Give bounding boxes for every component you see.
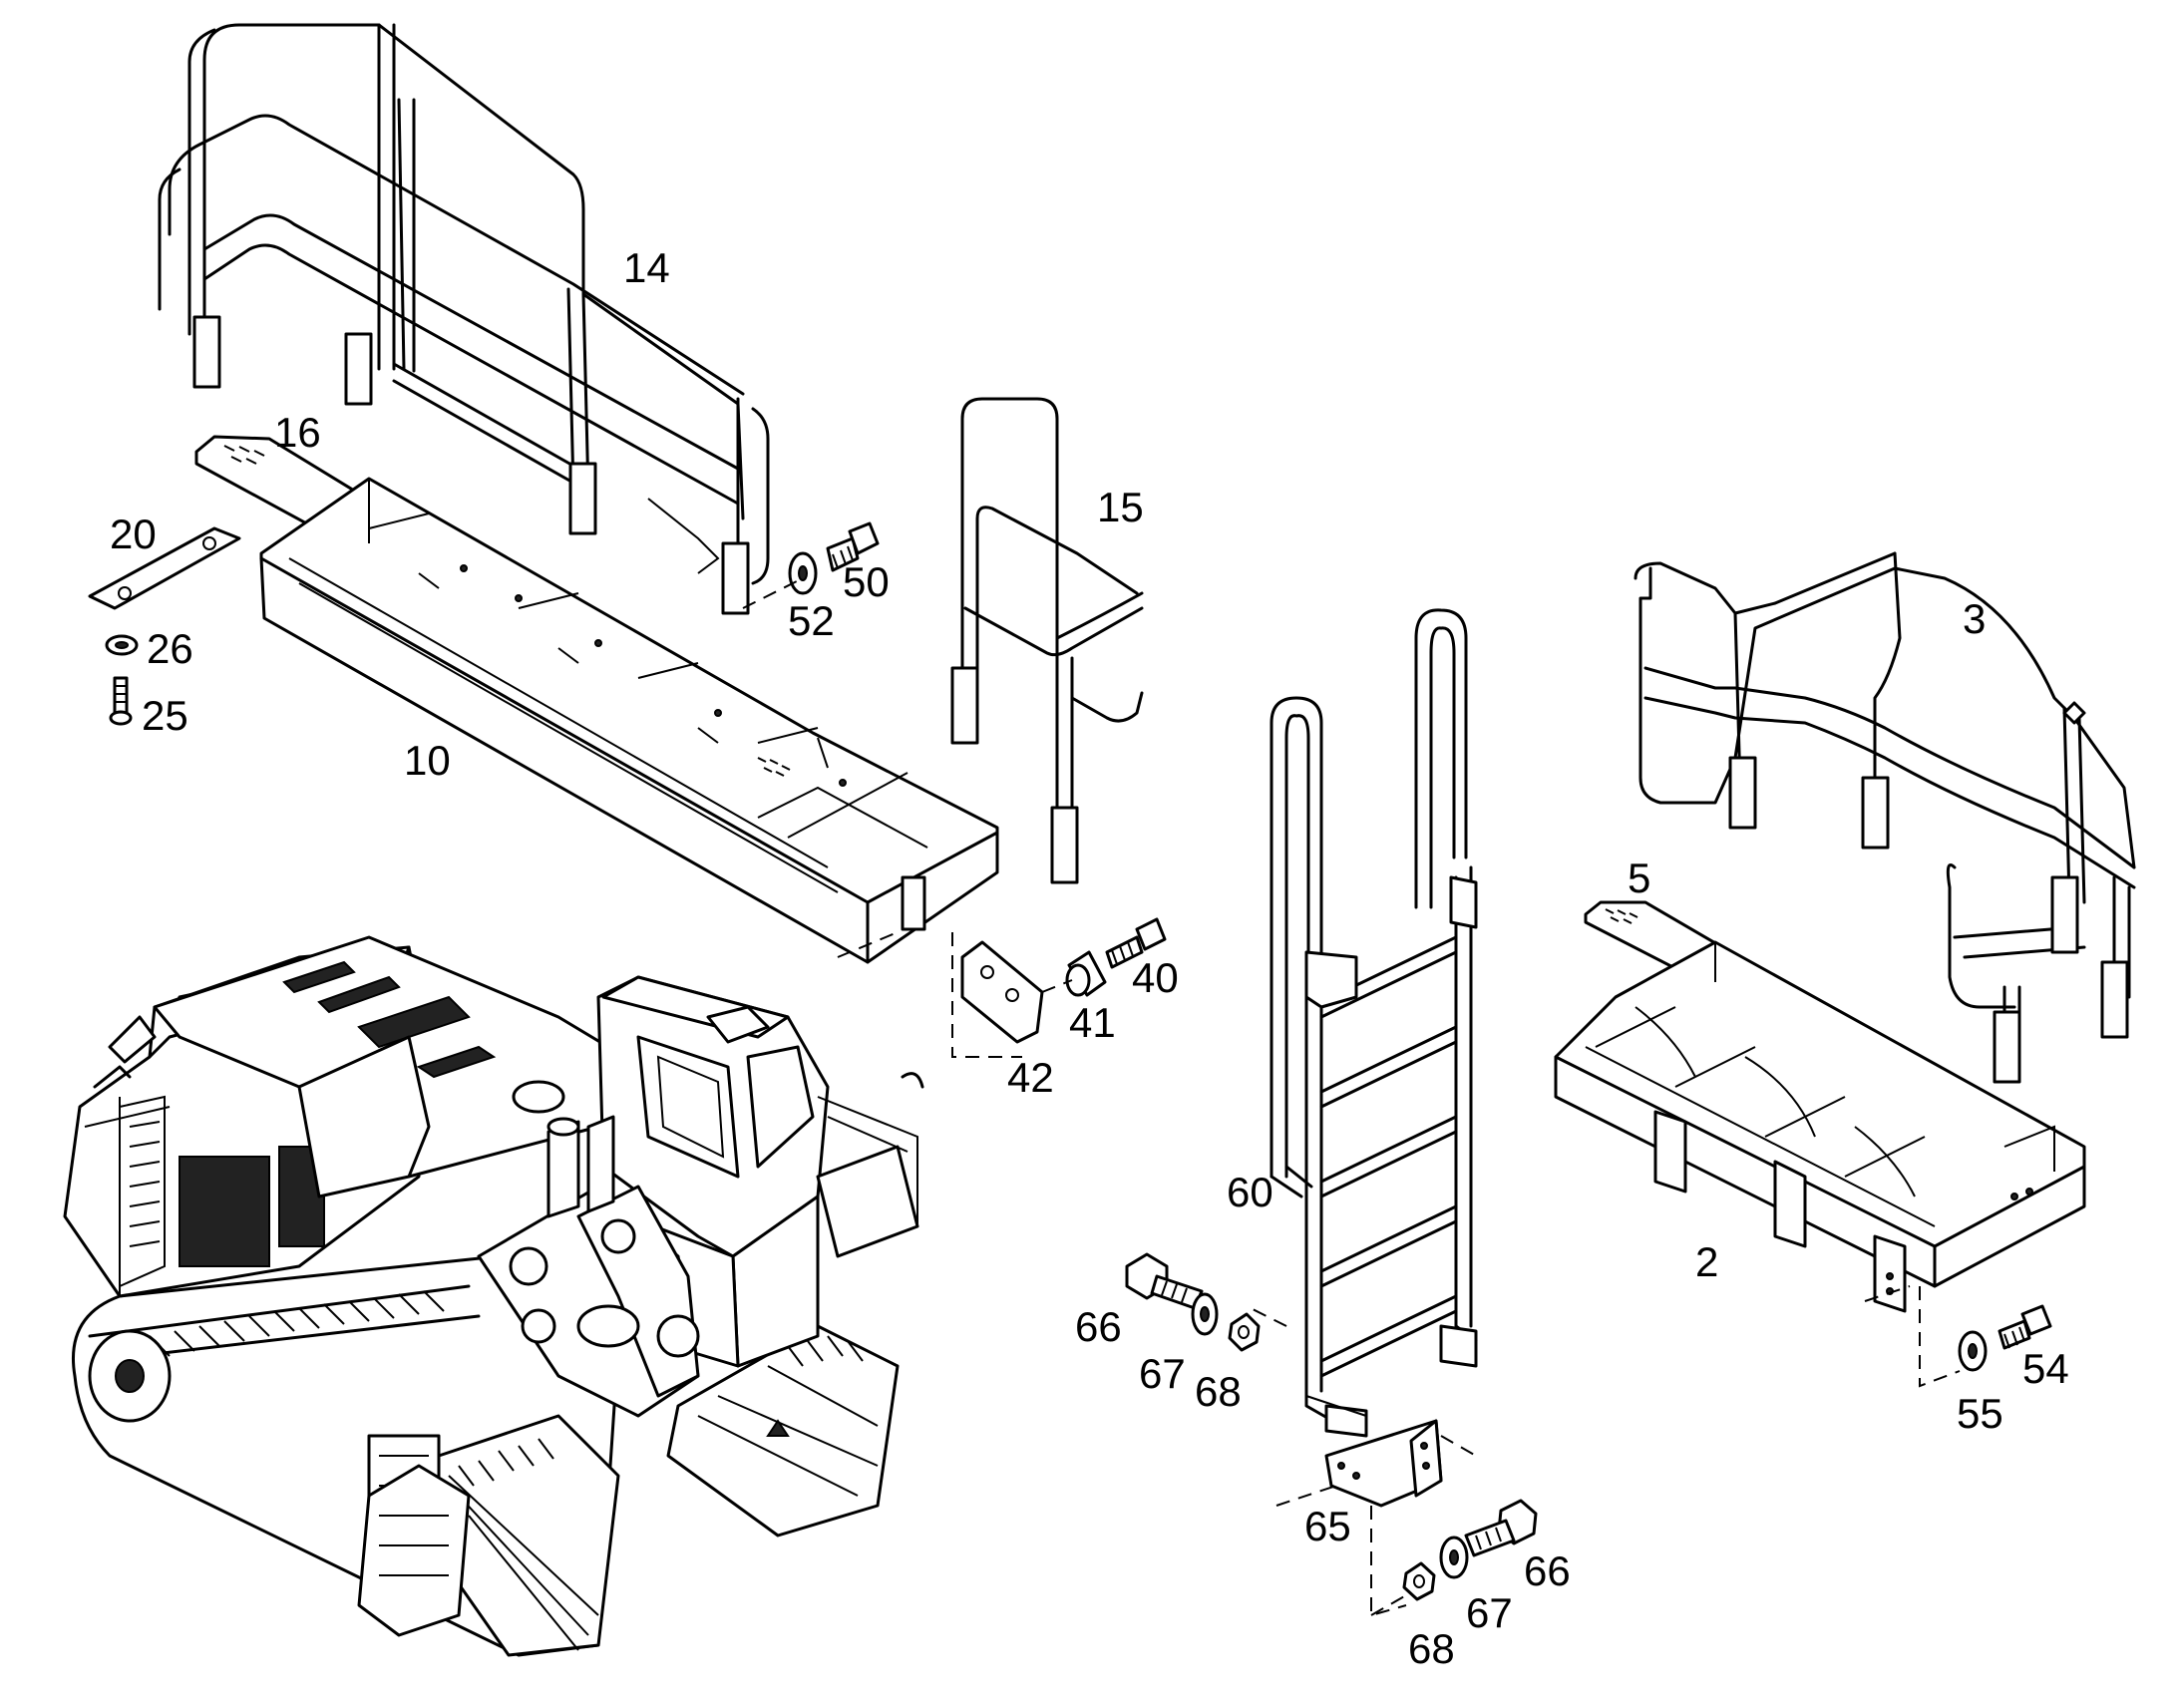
bolt-40 bbox=[1105, 917, 1167, 969]
handrail-14 bbox=[158, 23, 770, 615]
ladder-60 bbox=[1270, 608, 1478, 1438]
callout-20: 20 bbox=[110, 511, 157, 557]
bolt-66-lower bbox=[1464, 1499, 1538, 1557]
callout-3: 3 bbox=[1963, 595, 1986, 642]
callout-40: 40 bbox=[1132, 954, 1179, 1001]
washer-52 bbox=[788, 551, 818, 595]
callout-67-lower: 67 bbox=[1466, 1589, 1513, 1636]
callout-10: 10 bbox=[404, 737, 451, 784]
callout-26: 26 bbox=[147, 625, 193, 672]
callout-67-upper: 67 bbox=[1139, 1350, 1186, 1397]
washer-67-upper bbox=[1191, 1292, 1219, 1336]
callout-68-upper: 68 bbox=[1195, 1368, 1242, 1415]
bolt-66-upper bbox=[1125, 1252, 1204, 1310]
platform-frame-10 bbox=[259, 477, 999, 964]
nut-68-lower bbox=[1402, 1561, 1436, 1601]
callout-5: 5 bbox=[1628, 854, 1650, 901]
callout-14: 14 bbox=[623, 244, 670, 291]
callout-65: 65 bbox=[1304, 1503, 1351, 1549]
bolt-50 bbox=[826, 521, 880, 572]
plate-42 bbox=[960, 940, 1044, 1044]
bolt-54 bbox=[1998, 1304, 2052, 1350]
callout-68-lower: 68 bbox=[1408, 1625, 1455, 1672]
callout-66-upper: 66 bbox=[1075, 1303, 1122, 1350]
washer-26 bbox=[105, 634, 139, 656]
platform-frame-2 bbox=[1554, 940, 2086, 1313]
bolt-25 bbox=[109, 676, 133, 726]
callout-labels: 14 16 20 26 25 10 52 50 15 40 41 42 60 6… bbox=[110, 244, 2069, 1672]
callout-60: 60 bbox=[1227, 1169, 1273, 1215]
washer-55 bbox=[1958, 1330, 1988, 1372]
bracket-65 bbox=[1324, 1419, 1443, 1508]
callout-15: 15 bbox=[1097, 484, 1144, 530]
washer-67-lower bbox=[1439, 1536, 1469, 1579]
callout-66-lower: 66 bbox=[1524, 1547, 1571, 1594]
callout-41: 41 bbox=[1069, 999, 1116, 1046]
callout-52: 52 bbox=[788, 597, 835, 644]
callout-16: 16 bbox=[274, 409, 321, 456]
callout-54: 54 bbox=[2022, 1345, 2069, 1392]
bushing-41 bbox=[1065, 950, 1107, 997]
excavator bbox=[63, 935, 924, 1657]
callout-42: 42 bbox=[1007, 1054, 1054, 1101]
callout-2: 2 bbox=[1695, 1238, 1718, 1285]
handrail-3 bbox=[1634, 551, 2136, 1084]
nut-68-upper bbox=[1228, 1312, 1261, 1352]
callout-55: 55 bbox=[1957, 1390, 2003, 1437]
handrail-15 bbox=[950, 397, 1144, 884]
callout-50: 50 bbox=[843, 558, 890, 605]
plate-20 bbox=[88, 526, 241, 610]
callout-25: 25 bbox=[142, 692, 188, 739]
